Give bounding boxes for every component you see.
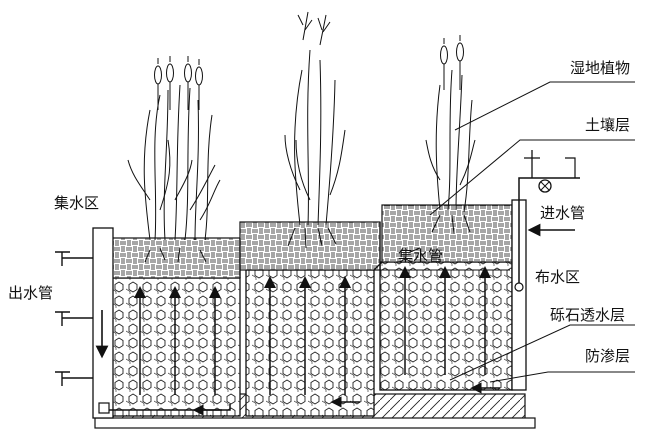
label-distribution-zone: 布水区 [535, 268, 581, 286]
gravel-cell-1 [111, 277, 241, 417]
soil-layer-2 [239, 221, 381, 271]
collection-zone-box [92, 227, 114, 419]
inlet-bend [565, 157, 576, 178]
inlet-pipe-line [518, 177, 580, 287]
flow-arrows [134, 266, 491, 395]
label-seepage-layer: 防渗层 [585, 347, 631, 365]
inlet-tap [524, 150, 540, 178]
plant-group-left [127, 56, 221, 263]
distribution-outlet [514, 282, 524, 292]
label-collection-zone: 集水区 [54, 194, 100, 212]
label-outlet-pipe: 出水管 [8, 284, 54, 302]
gravel-cell-3 [379, 261, 513, 391]
plant-group-right [425, 35, 476, 235]
leader-lines [409, 81, 635, 383]
bottom-arrows [192, 382, 500, 416]
soil-layer-3 [381, 204, 513, 263]
label-collection-pipe: 集水管 [398, 247, 444, 265]
gravel-cell-2 [245, 269, 375, 417]
collection-pipe-bottom [103, 404, 231, 411]
stepped-wall [239, 222, 383, 278]
soil-layer-1 [111, 237, 241, 279]
label-soil-layer: 土壤层 [585, 116, 631, 134]
base-slab [94, 417, 536, 429]
plant-group-middle [284, 11, 346, 249]
label-inlet-pipe: 进水管 [540, 204, 586, 222]
label-gravel-layer: 砾石透水层 [550, 306, 626, 324]
outlet-pipes [55, 251, 93, 386]
label-wetland-plants: 湿地植物 [570, 59, 631, 77]
outlet-valve [98, 402, 110, 414]
